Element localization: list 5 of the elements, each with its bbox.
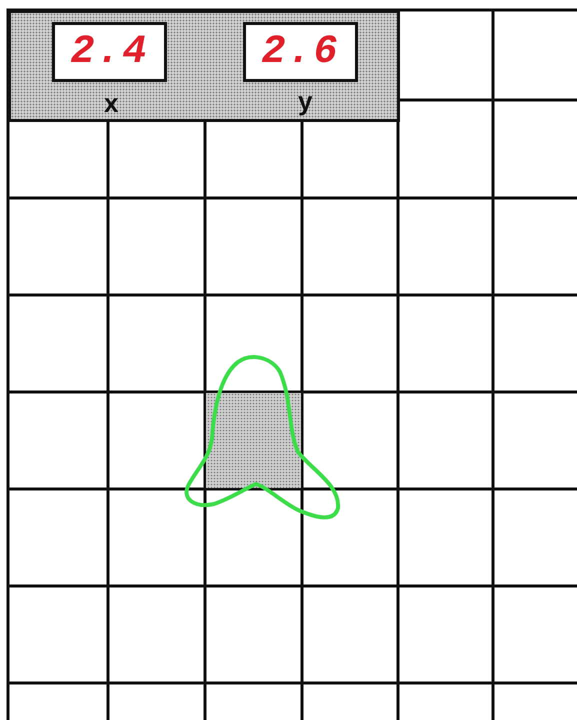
axis-label: y (298, 88, 312, 114)
display-panel (8, 10, 400, 122)
digital-display: 2.4 (52, 22, 167, 82)
digital-display: 2.6 (243, 22, 358, 82)
axis-label: x (104, 90, 118, 116)
